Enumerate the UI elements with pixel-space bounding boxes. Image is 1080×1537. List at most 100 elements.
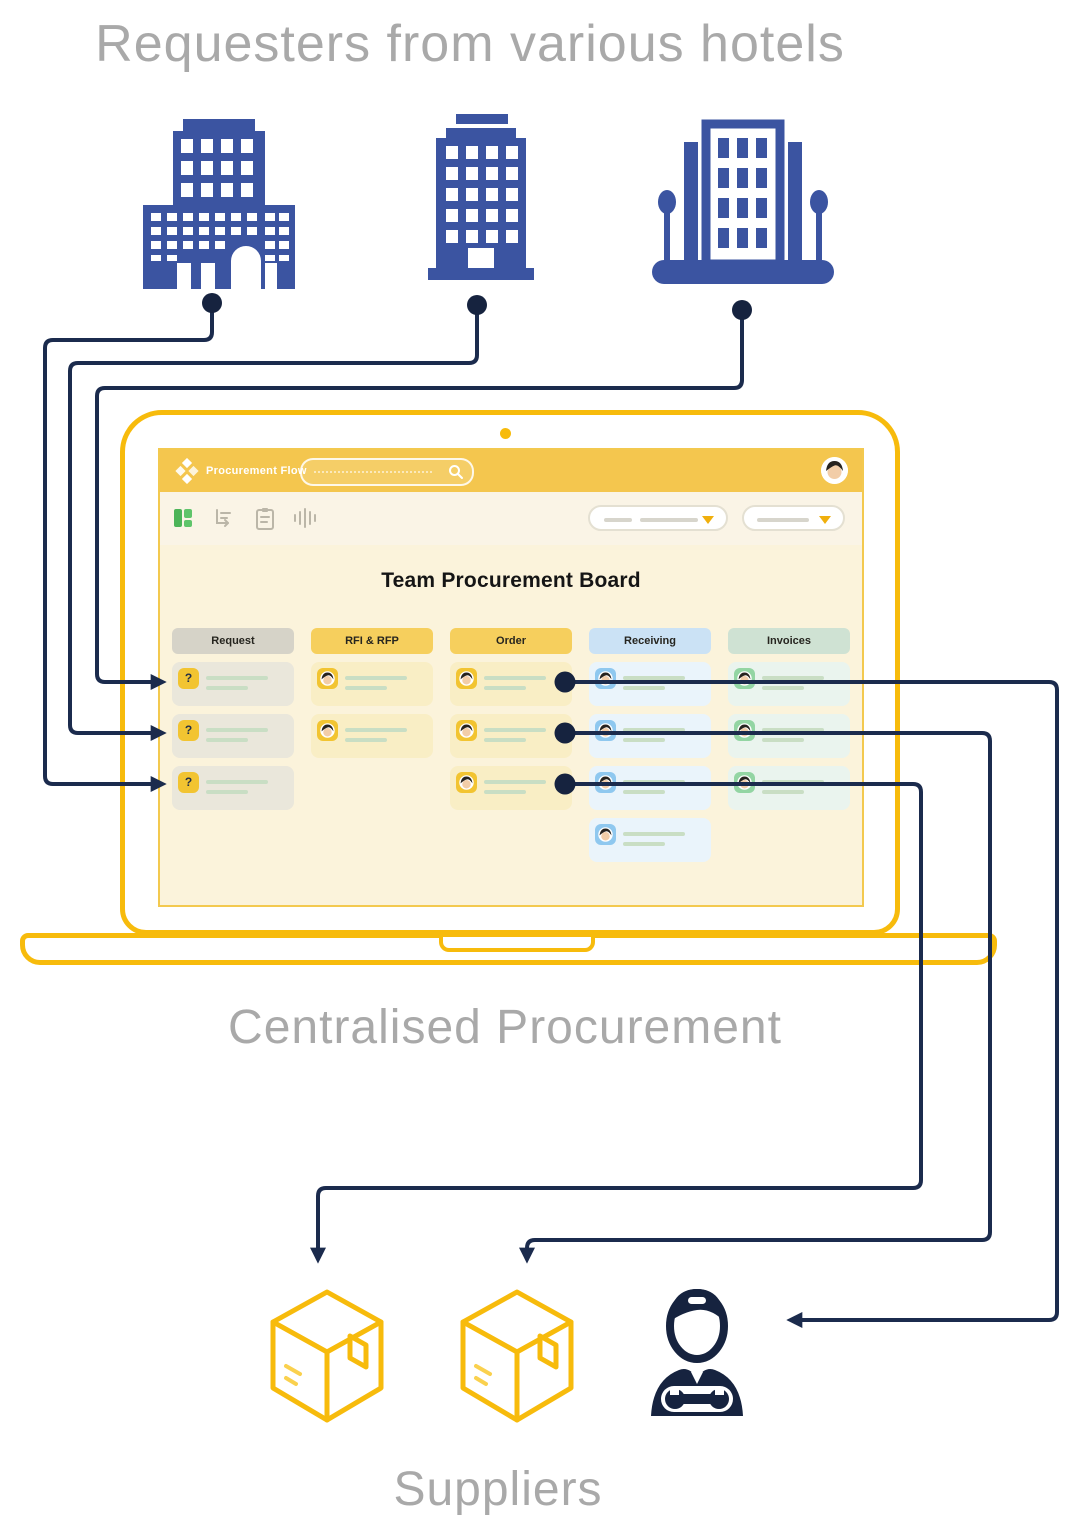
tree-view-icon[interactable]	[212, 507, 236, 529]
board-card-order-2[interactable]	[450, 714, 572, 758]
avatar-badge	[734, 668, 755, 689]
card-placeholder-lines	[206, 780, 286, 794]
board-column-order: Order	[450, 628, 572, 862]
column-header-invoices: Invoices	[728, 628, 850, 654]
avatar-badge	[317, 720, 338, 741]
app-header: Procurement Flow	[160, 450, 862, 492]
avatar-face-icon	[320, 723, 335, 738]
card-placeholder-lines	[623, 676, 703, 690]
audio-waveform-icon[interactable]	[292, 507, 318, 529]
card-placeholder-lines	[345, 728, 425, 742]
avatar-face-icon	[320, 671, 335, 686]
avatar-face-icon	[598, 827, 613, 842]
clipboard-checklist-icon[interactable]	[254, 507, 276, 531]
suppliers-caption: Suppliers	[393, 1463, 603, 1516]
card-placeholder-lines	[206, 728, 286, 742]
laptop-base-notch	[439, 937, 595, 952]
question-badge: ?	[178, 668, 199, 689]
card-placeholder-lines	[484, 728, 564, 742]
avatar-badge	[456, 720, 477, 741]
hotel-building-2-icon	[422, 114, 538, 291]
procurement-flow-logo-icon	[175, 458, 199, 484]
board-card-receiving-4[interactable]	[589, 818, 711, 862]
connector-dot-building2	[467, 295, 487, 315]
board-column-rfi-rfp: RFI & RFP	[311, 628, 433, 862]
dropdown-placeholder-bar	[640, 518, 698, 522]
question-badge: ?	[178, 720, 199, 741]
board-card-receiving-2[interactable]	[589, 714, 711, 758]
avatar-badge	[595, 772, 616, 793]
brand-name: Procurement Flow	[206, 465, 307, 477]
board-card-request-2[interactable]: ?	[172, 714, 294, 758]
avatar-face-icon	[459, 775, 474, 790]
board-column-request: Request???	[172, 628, 294, 862]
avatar-face-icon	[459, 671, 474, 686]
package-box-1-icon	[262, 1286, 392, 1431]
avatar-badge	[456, 668, 477, 689]
card-placeholder-lines	[762, 728, 842, 742]
search-placeholder-dots	[314, 471, 432, 473]
avatar-face-icon	[598, 775, 613, 790]
hotel-building-3-icon	[650, 112, 836, 295]
card-placeholder-lines	[762, 780, 842, 794]
card-placeholder-lines	[623, 780, 703, 794]
card-placeholder-lines	[484, 676, 564, 690]
board-card-order-1[interactable]	[450, 662, 572, 706]
avatar-face-icon	[598, 671, 613, 686]
chevron-down-icon	[702, 516, 714, 524]
avatar-face-icon	[737, 775, 752, 790]
requesters-caption: Requesters from various hotels	[95, 15, 845, 73]
card-placeholder-lines	[206, 676, 286, 690]
filter-dropdown-1[interactable]	[588, 505, 728, 531]
filter-dropdown-2[interactable]	[742, 505, 845, 531]
avatar-badge	[456, 772, 477, 793]
board-card-order-3[interactable]	[450, 766, 572, 810]
avatar-badge	[317, 668, 338, 689]
board-card-receiving-1[interactable]	[589, 662, 711, 706]
card-placeholder-lines	[623, 728, 703, 742]
dropdown-placeholder-bar	[604, 518, 632, 522]
user-avatar[interactable]	[821, 457, 848, 484]
board-columns: Request???RFI & RFP Order Receiving	[172, 628, 850, 862]
column-header-request: Request	[172, 628, 294, 654]
card-placeholder-lines	[762, 676, 842, 690]
board-card-request-3[interactable]: ?	[172, 766, 294, 810]
kanban-board-icon[interactable]	[172, 507, 194, 529]
board-card-rfi-rfp-2[interactable]	[311, 714, 433, 758]
connector-dot-building3	[732, 300, 752, 320]
search-input[interactable]	[300, 458, 474, 486]
package-box-2-icon	[452, 1286, 582, 1431]
avatar-face-icon	[737, 671, 752, 686]
toolbar	[160, 492, 862, 547]
avatar-face-icon	[737, 723, 752, 738]
card-placeholder-lines	[484, 780, 564, 794]
question-badge: ?	[178, 772, 199, 793]
board-card-invoices-3[interactable]	[728, 766, 850, 810]
board-card-request-1[interactable]: ?	[172, 662, 294, 706]
board-column-invoices: Invoices	[728, 628, 850, 862]
avatar-face-icon	[598, 723, 613, 738]
column-header-receiving: Receiving	[589, 628, 711, 654]
avatar-badge	[595, 720, 616, 741]
board-card-invoices-2[interactable]	[728, 714, 850, 758]
avatar-face-icon	[459, 723, 474, 738]
hotel-building-1-icon	[137, 107, 297, 297]
board-card-invoices-1[interactable]	[728, 662, 850, 706]
laptop-camera-dot	[500, 428, 511, 439]
board-card-rfi-rfp-1[interactable]	[311, 662, 433, 706]
procurement-board: Team Procurement Board Request???RFI & R…	[160, 545, 862, 905]
laptop-base	[20, 933, 997, 965]
avatar-badge	[595, 824, 616, 845]
app-screen: Procurement Flow	[158, 448, 864, 907]
board-title: Team Procurement Board	[381, 569, 641, 592]
delivery-person-icon	[645, 1280, 749, 1421]
avatar-badge	[734, 772, 755, 793]
avatar-badge	[734, 720, 755, 741]
card-placeholder-lines	[345, 676, 425, 690]
avatar-badge	[595, 668, 616, 689]
centralised-procurement-caption: Centralised Procurement	[228, 1001, 782, 1054]
column-header-order: Order	[450, 628, 572, 654]
board-card-receiving-3[interactable]	[589, 766, 711, 810]
search-icon	[449, 465, 463, 479]
